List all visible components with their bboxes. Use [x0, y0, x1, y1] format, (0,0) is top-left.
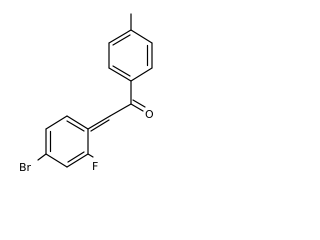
bromine-bond: [37, 153, 47, 161]
ring-b-bond-2: [45, 115, 68, 130]
ring-b-bond-1-inner: [66, 120, 85, 132]
ring-a-bond-4-inner: [112, 65, 131, 77]
carbonyl-bond-outer: [130, 103, 144, 112]
tolyl-ring: [108, 13, 153, 82]
alkene-bond-inner: [90, 119, 110, 132]
alkene-bond: [87, 115, 111, 130]
ring-b-bond-5: [66, 153, 89, 168]
fluorine-atom-label: F: [92, 160, 98, 173]
ring-a-bond-6: [108, 29, 132, 44]
enone-chain: [87, 80, 146, 132]
bromine-atom-label: Br: [19, 161, 32, 174]
oxygen-atom-label: O: [145, 108, 154, 121]
ring-a-bond-3: [130, 67, 153, 82]
ring-a-bond-1: [130, 29, 153, 44]
ring-b-bond-4: [45, 153, 68, 168]
carbonyl-bond-inner: [132, 99, 146, 108]
fluorine-bond: [87, 153, 94, 158]
chemical-structure-diagram: O Br F: [19, 13, 154, 174]
ring-b-bond-5-inner: [67, 151, 85, 163]
carbonyl-to-alpha-bond: [109, 103, 132, 117]
halophenyl-ring: [37, 115, 94, 168]
ring-a-bond-6-inner: [112, 34, 131, 46]
ring-a-bond-4: [108, 67, 132, 82]
ring-b-bond-1: [66, 115, 89, 130]
